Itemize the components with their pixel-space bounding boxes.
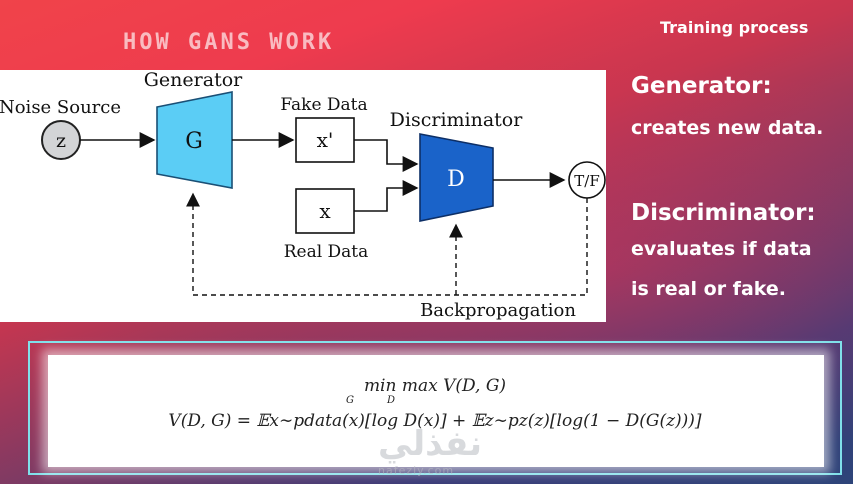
formula-line2: V(D, G) = 𝔼x∼pdata(x)[log D(x)] + 𝔼z∼pz(…: [168, 411, 702, 431]
fake-data-box: [295, 117, 355, 163]
training-process-label: Training process: [660, 18, 809, 37]
output-label: T/F: [574, 172, 599, 190]
real-to-d-arrow: [354, 180, 419, 212]
nafezly-watermark: نفذلي nafezly.com: [378, 424, 483, 477]
generator-heading: Generator:: [631, 73, 772, 99]
formula-sub-g: G: [346, 395, 354, 406]
discriminator-title: Discriminator: [390, 109, 524, 131]
fake-to-d-arrow: [354, 139, 419, 172]
gan-diagram-panel: Noise Source z Generator G Fake Data x' …: [0, 69, 606, 322]
backprop-to-g-path: [186, 192, 588, 296]
formula-line1: min max V(D, G): [364, 376, 506, 396]
generator-description: creates new data.: [631, 117, 824, 139]
z-label: z: [56, 130, 66, 152]
formula-sub-d: D: [386, 395, 395, 406]
real-data-box: [295, 188, 355, 234]
backprop-label: Backpropagation: [420, 300, 576, 321]
real-data-symbol: x: [319, 199, 331, 223]
watermark-arabic: نفذلي: [378, 424, 483, 464]
discriminator-d-label: D: [447, 167, 465, 192]
fake-data-symbol: x': [317, 128, 334, 152]
generator-block: [156, 91, 233, 189]
discriminator-block: [419, 133, 494, 222]
watermark-latin: nafezly.com: [378, 464, 455, 477]
discriminator-heading: Discriminator:: [631, 200, 816, 226]
generator-g-label: G: [185, 129, 203, 154]
generator-title: Generator: [144, 70, 243, 91]
formula-svg: min max V(D, G) G D V(D, G) = 𝔼x∼pdata(x…: [168, 376, 702, 431]
page-title: HOW GANS WORK: [123, 30, 335, 55]
fake-data-label: Fake Data: [280, 95, 367, 115]
real-data-label: Real Data: [284, 242, 369, 262]
noise-source-label: Noise Source: [0, 97, 121, 118]
discriminator-description-line2: is real or fake.: [631, 278, 786, 300]
gan-diagram: Noise Source z Generator G Fake Data x' …: [0, 69, 606, 321]
formula-frame: [28, 341, 842, 475]
formula-panel: min max V(D, G) G D V(D, G) = 𝔼x∼pdata(x…: [48, 355, 824, 467]
discriminator-description-line1: evaluates if data: [631, 238, 812, 260]
